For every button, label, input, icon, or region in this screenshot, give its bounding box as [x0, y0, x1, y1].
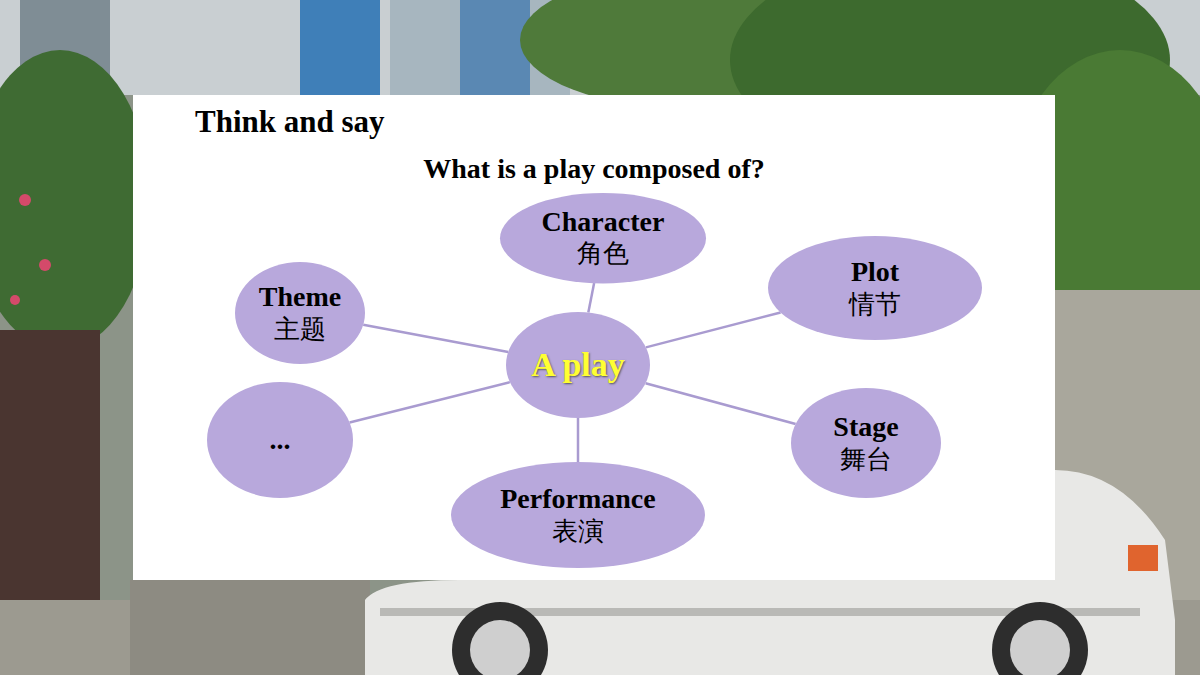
connector-line	[578, 418, 579, 462]
english-label: Stage	[833, 411, 898, 443]
english-label: Plot	[851, 256, 899, 288]
english-label: Performance	[500, 483, 655, 515]
connector-line	[363, 325, 508, 352]
chinese-label: 角色	[577, 238, 629, 269]
connector-line	[646, 383, 796, 424]
center-ellipse: A play	[506, 312, 650, 418]
ellipse-shape	[235, 262, 365, 364]
topic-ellipse: Performance表演	[451, 462, 705, 568]
english-label: Character	[542, 206, 665, 238]
chinese-label: 舞台	[840, 444, 892, 475]
chinese-label: 情节	[849, 289, 901, 320]
connector-line	[646, 312, 781, 347]
center-label: A play	[531, 346, 625, 384]
connector-line	[350, 382, 510, 422]
topic-ellipse: Theme主题	[235, 262, 365, 364]
chinese-label: 表演	[552, 516, 604, 547]
english-label: Theme	[259, 281, 341, 313]
english-label: ...	[270, 424, 291, 456]
topic-ellipse: Plot情节	[768, 236, 982, 340]
question-text: What is a play composed of?	[133, 153, 1055, 185]
slide-title: Think and say	[195, 104, 385, 140]
ellipse-shape	[451, 462, 705, 568]
connector-line	[588, 283, 594, 313]
ellipse-shape	[768, 236, 982, 340]
topic-ellipse: Character角色	[500, 193, 706, 283]
chinese-label: 主题	[274, 314, 326, 345]
ellipse-shape	[791, 388, 941, 498]
topic-ellipse: ...	[207, 382, 353, 498]
topic-ellipse: Stage舞台	[791, 388, 941, 498]
